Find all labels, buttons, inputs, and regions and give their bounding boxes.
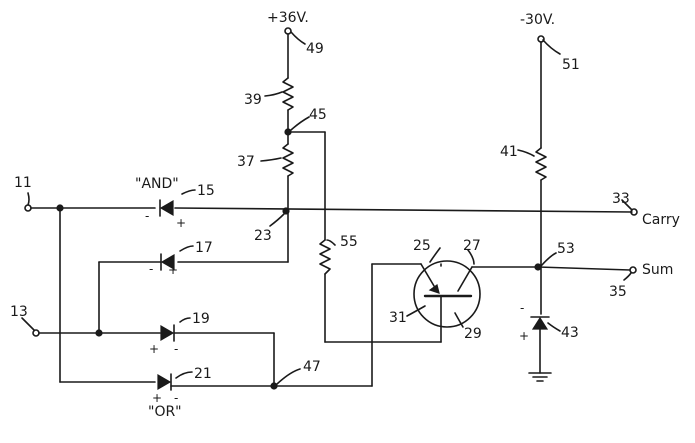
leader-53 <box>540 252 557 267</box>
ref-11: 11 <box>14 175 32 191</box>
ref-27: 27 <box>463 238 481 254</box>
label-supply-pos: +36V. <box>267 10 309 26</box>
pol-15-plus: + <box>176 216 186 230</box>
ref-35: 35 <box>609 284 627 300</box>
ref-39: 39 <box>244 92 262 108</box>
leader-29 <box>454 312 464 328</box>
leader-47 <box>276 368 301 385</box>
pol-17-minus: - <box>149 262 153 276</box>
leader-33 <box>621 199 633 211</box>
leader-51 <box>542 39 561 55</box>
pol-21-plus: + <box>152 391 162 405</box>
resistor-55 <box>319 239 331 275</box>
resistor-41 <box>535 147 547 181</box>
ref-41: 41 <box>500 144 518 160</box>
ref-37: 37 <box>237 154 255 170</box>
ref-55: 55 <box>340 234 358 250</box>
leader-13 <box>21 317 35 331</box>
leader-11 <box>27 192 30 206</box>
leader-21 <box>175 371 193 379</box>
pol-43-plus: + <box>519 329 529 343</box>
ref-45: 45 <box>309 107 327 123</box>
ref-19: 19 <box>192 311 210 327</box>
leader-25 <box>429 247 441 263</box>
label-and: "AND" <box>135 176 179 192</box>
leader-23 <box>269 213 285 227</box>
carry-bus <box>24 192 638 216</box>
ref-47: 47 <box>303 359 321 375</box>
leader-55 <box>326 239 336 246</box>
leader-15 <box>181 189 196 195</box>
terminal-35-sum <box>629 266 637 274</box>
leader-43 <box>547 322 561 332</box>
leader-31 <box>406 305 426 317</box>
ref-31: 31 <box>389 310 407 326</box>
ref-33: 33 <box>612 191 630 207</box>
ref-53: 53 <box>557 241 575 257</box>
ref-43: 43 <box>561 325 579 341</box>
terminal-13 <box>32 329 40 337</box>
label-supply-neg: -30V. <box>520 12 555 28</box>
pol-19-minus: - <box>174 342 178 356</box>
pol-15-minus: - <box>145 209 149 223</box>
ground-symbol <box>528 372 552 382</box>
ref-17: 17 <box>195 240 213 256</box>
label-or: "OR" <box>148 404 182 420</box>
pol-17-plus: + <box>168 263 178 277</box>
ref-29: 29 <box>464 326 482 342</box>
ref-23: 23 <box>254 228 272 244</box>
diode-21 <box>157 373 172 391</box>
resistor-37 <box>282 143 294 177</box>
label-sum: Sum <box>642 262 673 278</box>
junction-47 <box>270 382 278 390</box>
terminal-11 <box>24 204 32 212</box>
pol-43-minus: - <box>520 301 524 315</box>
pol-19-plus: + <box>149 342 159 356</box>
terminal-49 <box>284 27 292 35</box>
ref-13: 13 <box>10 304 28 320</box>
leader-45 <box>290 116 310 131</box>
diode-15 <box>159 199 174 217</box>
leader-17 <box>179 245 194 252</box>
ref-51: 51 <box>562 57 580 73</box>
resistor-39 <box>282 77 294 111</box>
label-carry: Carry <box>642 212 680 228</box>
transistor-29 <box>413 260 481 328</box>
ref-21: 21 <box>194 366 212 382</box>
leader-19 <box>179 317 191 323</box>
ref-15: 15 <box>197 183 215 199</box>
ref-49: 49 <box>306 41 324 57</box>
zener-43 <box>530 316 561 332</box>
leader-37 <box>260 157 282 162</box>
pol-21-minus: - <box>174 391 178 405</box>
ref-25: 25 <box>413 238 431 254</box>
leader-49 <box>290 31 306 45</box>
leader-35 <box>623 272 632 281</box>
leader-41 <box>517 149 535 157</box>
junction-23 <box>282 207 290 215</box>
diode-19 <box>160 324 175 342</box>
terminal-33-carry <box>630 208 638 216</box>
leader-27 <box>467 249 475 265</box>
leader-39 <box>264 91 283 97</box>
